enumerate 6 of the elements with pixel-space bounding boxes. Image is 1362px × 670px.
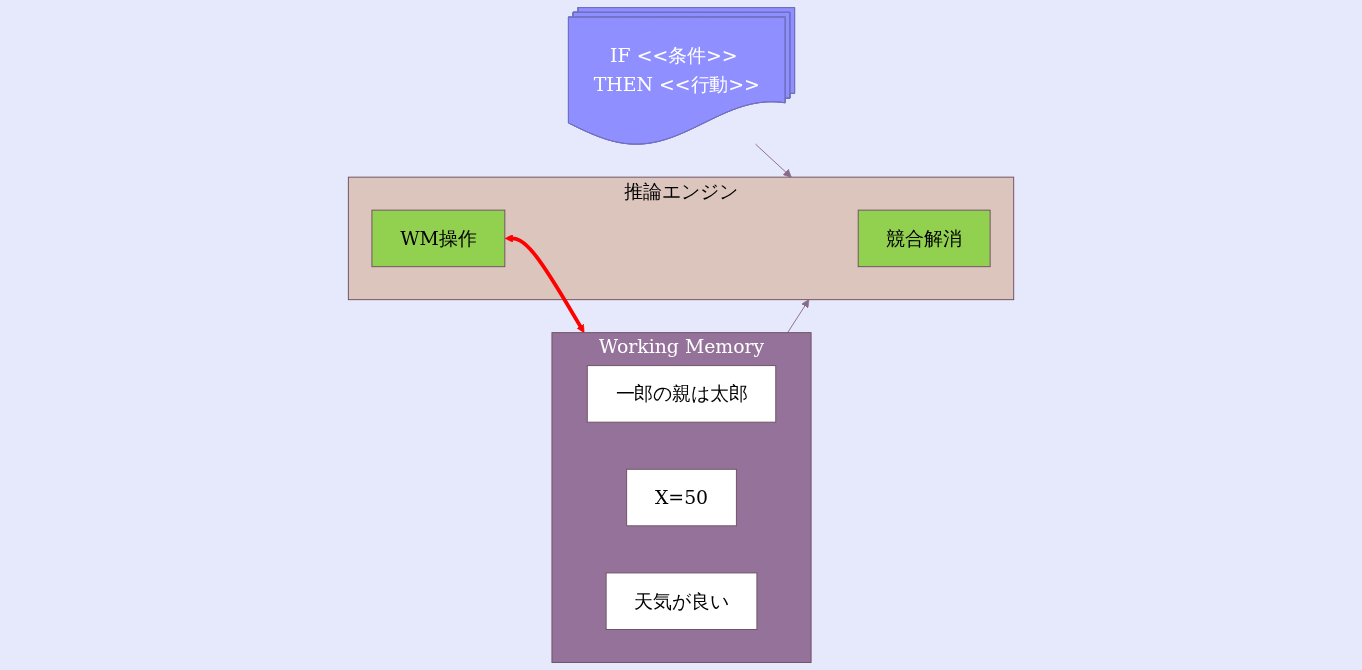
arrow	[504, 234, 585, 333]
node-box: 競合解消	[857, 209, 991, 268]
node-box: WM操作	[371, 209, 506, 268]
node-box: X=50	[626, 468, 737, 527]
node-box: 一郎の親は太郎	[586, 365, 777, 423]
node-box: 天気が良い	[605, 572, 758, 630]
